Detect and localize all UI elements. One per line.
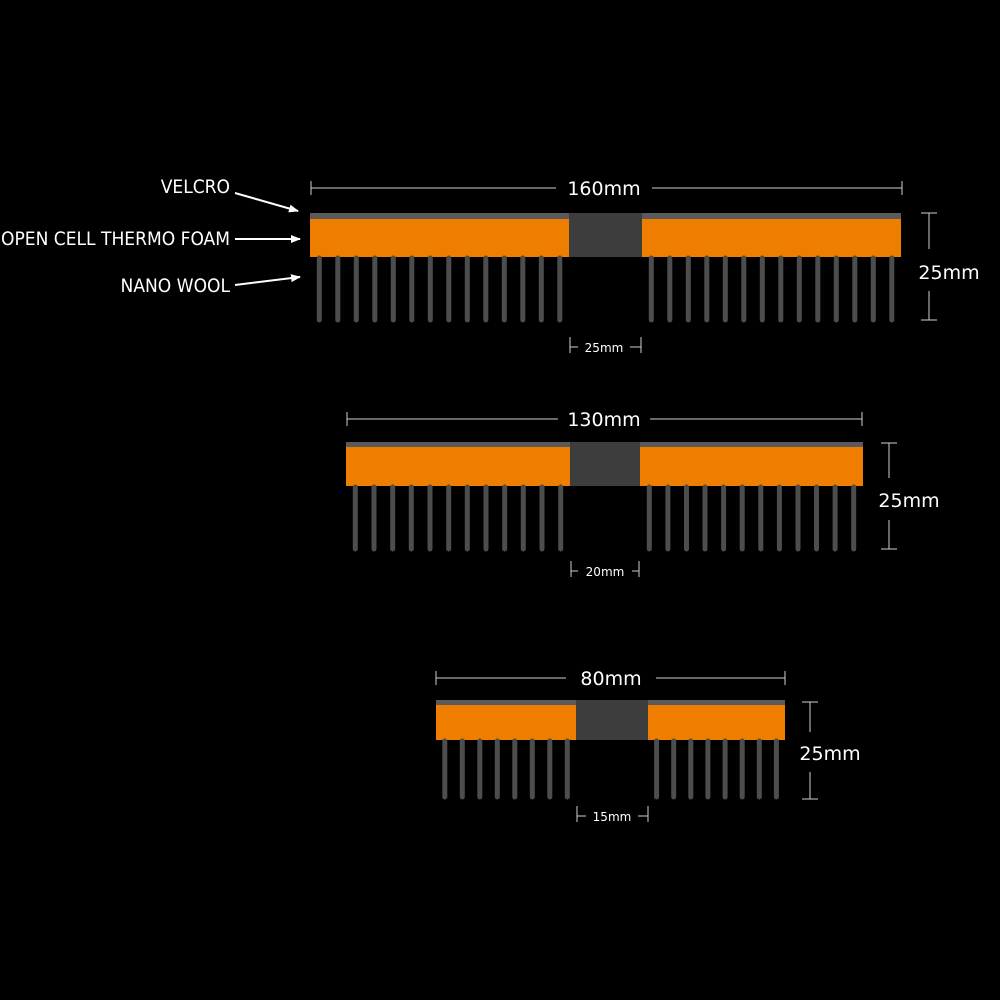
layer-legend: VELCRO OPEN CELL THERMO FOAM NANO WOOL — [1, 176, 301, 297]
width-label: 80mm — [580, 668, 641, 690]
velcro-arrow — [234, 192, 299, 213]
foam-label: OPEN CELL THERMO FOAM — [1, 228, 230, 250]
pad-130: 130mm 25mm 20mm — [346, 409, 940, 579]
foam-right — [648, 705, 785, 740]
height-label: 25mm — [878, 490, 939, 512]
foam-gap — [570, 442, 640, 486]
height-label: 25mm — [918, 262, 979, 284]
width-label: 160mm — [567, 178, 640, 200]
pad-80: 80mm 25mm 15mm — [435, 668, 861, 824]
pad-160: 160mm 25mm 25mm — [310, 178, 980, 355]
foam-left — [310, 219, 569, 257]
wool-label: NANO WOOL — [121, 275, 231, 297]
width-label: 130mm — [567, 409, 640, 431]
nano-wool-bristles — [442, 738, 779, 800]
foam-gap — [576, 700, 648, 740]
gap-label: 20mm — [586, 565, 625, 579]
foam-left — [346, 447, 570, 486]
gap-label: 25mm — [585, 341, 624, 355]
gap-label: 15mm — [593, 810, 632, 824]
foam-right — [642, 219, 901, 257]
height-label: 25mm — [799, 743, 860, 765]
foam-left — [436, 705, 576, 740]
velcro-label: VELCRO — [161, 176, 230, 198]
foam-right — [640, 447, 863, 486]
nano-wool-bristles — [352, 484, 857, 552]
wool-arrow — [234, 274, 301, 286]
foam-gap — [569, 213, 642, 257]
nano-wool-bristles — [316, 255, 895, 323]
